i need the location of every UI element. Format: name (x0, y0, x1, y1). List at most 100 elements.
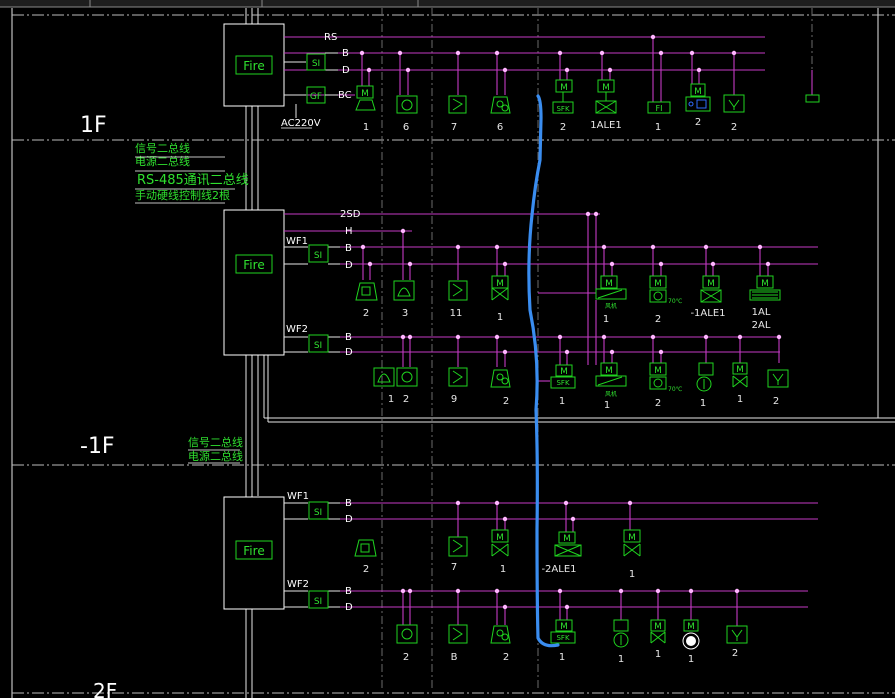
svg-text:6: 6 (497, 122, 503, 133)
svg-text:1: 1 (497, 312, 503, 323)
svg-text:2: 2 (655, 398, 661, 409)
device-panel-r2: M (749, 275, 781, 301)
drops-m1f-wf2 (402, 591, 738, 626)
fire-panel-1[interactable]: Fire (223, 23, 285, 107)
toolbar-strip (0, 0, 895, 7)
bus-label-b: B (342, 48, 349, 59)
svg-text:1: 1 (688, 654, 694, 665)
svg-text:SI: SI (314, 508, 322, 518)
svg-text:7: 7 (451, 122, 457, 133)
svg-text:2: 2 (560, 122, 566, 133)
svg-text:风机: 风机 (605, 302, 617, 310)
svg-text:2: 2 (503, 396, 509, 407)
floor-label-1f: 1F (80, 113, 107, 138)
counts-r2: 2 3 11 1 1 2 -1ALE1 1AL 2AL (363, 307, 771, 331)
svg-text:1AL: 1AL (752, 307, 771, 318)
svg-text:SFK: SFK (556, 379, 569, 387)
device-pressure-switch-r3 (696, 362, 714, 392)
svg-text:1: 1 (500, 564, 506, 575)
svg-text:2: 2 (403, 394, 409, 405)
fire-panel-2[interactable]: Fire (223, 209, 285, 356)
legend-1f-line3: RS-485通讯二总线 (137, 173, 249, 188)
device-valve-r3: M (732, 362, 748, 388)
bus-m1f-wf1: WF1 B D SI (284, 491, 818, 525)
svg-text:M: M (602, 83, 610, 93)
device-fan-r2: M 风机 (595, 275, 627, 310)
svg-text:1: 1 (603, 314, 609, 325)
device-sfk-module-r5: M SFK (550, 619, 576, 644)
device-manual-call-point-r4 (448, 536, 468, 557)
fire-panel-3[interactable]: Fire (223, 496, 285, 610)
svg-text:1: 1 (559, 652, 565, 663)
legend-1f-line2: 电源二总线 (135, 154, 190, 168)
device-valve-r4b: M (623, 529, 641, 557)
svg-text:SI: SI (312, 59, 320, 69)
svg-text:M: M (560, 367, 568, 377)
bus-label-2sd: 2SD (340, 209, 361, 220)
fire-panel-label: Fire (243, 59, 264, 73)
svg-text:2: 2 (695, 117, 701, 128)
device-valve-r4: M (491, 529, 509, 557)
nodes-1f (359, 34, 737, 73)
annotation-stroke (527, 94, 560, 648)
svg-text:2: 2 (403, 652, 409, 663)
legend-1f-line1: 信号二总线 (135, 141, 190, 155)
devices-b1-wf1[interactable]: M M 风机 M 70℃ M M (355, 275, 781, 310)
device-manual-call-point-r3 (448, 367, 468, 387)
devices-m1f-wf1[interactable]: M M M (354, 529, 641, 557)
device-damper-70c-r2: M 70℃ (649, 275, 683, 305)
devices-1f[interactable]: M M SFK M F (355, 79, 820, 114)
drops-m1f-wf1 (457, 503, 631, 537)
device-valve-r5: M (650, 619, 666, 644)
svg-text:1: 1 (737, 394, 743, 405)
device-sfk-module-r3: M SFK (550, 364, 576, 389)
legend-1f-line4: 手动硬线控制线2根 (135, 188, 230, 202)
svg-text:M: M (654, 366, 662, 376)
svg-text:B: B (345, 243, 352, 254)
svg-text:2: 2 (363, 564, 369, 575)
svg-text:2: 2 (363, 308, 369, 319)
svg-text:SFK: SFK (556, 634, 569, 642)
svg-text:M: M (736, 365, 744, 375)
si-module (308, 590, 329, 609)
device-flow-indicator-r5: M (682, 619, 700, 650)
device-speaker-r3 (767, 369, 789, 388)
svg-text:1: 1 (618, 654, 624, 665)
svg-text:11: 11 (450, 308, 463, 319)
device-smoke-detector-r3 (490, 369, 511, 388)
device-damper-r2: M (700, 275, 722, 303)
svg-text:M: M (496, 533, 504, 543)
device-manual-call-point-r5 (448, 624, 468, 644)
svg-text:1: 1 (700, 398, 706, 409)
svg-text:M: M (361, 89, 369, 99)
device-fan-r3: M 风机 (595, 362, 627, 398)
svg-text:M: M (654, 622, 662, 632)
nodes-m1f-wf2 (400, 588, 740, 610)
nodes-b1-wf1 (360, 211, 771, 267)
svg-text:2AL: 2AL (752, 320, 771, 331)
svg-text:M: M (694, 87, 702, 97)
svg-text:SI: SI (314, 251, 322, 261)
svg-text:M: M (560, 622, 568, 632)
bus-label-ac220v: AC220V (281, 118, 321, 129)
counts-r5: 2 B 2 1 1 1 1 2 (403, 648, 738, 665)
device-heat-detector-r1 (396, 95, 418, 114)
bus-m1f-wf2: WF2 B D SI (284, 579, 808, 613)
bus-label-rs: RS (324, 32, 337, 43)
device-fire-bell-r3 (373, 367, 395, 387)
device-fire-bell-r2 (393, 280, 415, 301)
device-sounder-r4 (354, 539, 377, 557)
svg-text:M: M (605, 279, 613, 289)
device-heat-detector-r3 (396, 367, 418, 387)
device-pressure-switch-r5 (613, 619, 629, 648)
svg-text:B: B (451, 652, 458, 663)
legend-m1f-line2: 电源二总线 (188, 449, 243, 463)
device-damper-r1: M (595, 79, 617, 114)
svg-text:1: 1 (604, 400, 610, 411)
svg-text:2: 2 (773, 396, 779, 407)
devices-m1f-wf2[interactable]: M SFK M M (396, 619, 748, 650)
devices-b1-wf2[interactable]: M SFK M 风机 M 70℃ M (373, 362, 789, 398)
svg-text:7: 7 (451, 562, 457, 573)
